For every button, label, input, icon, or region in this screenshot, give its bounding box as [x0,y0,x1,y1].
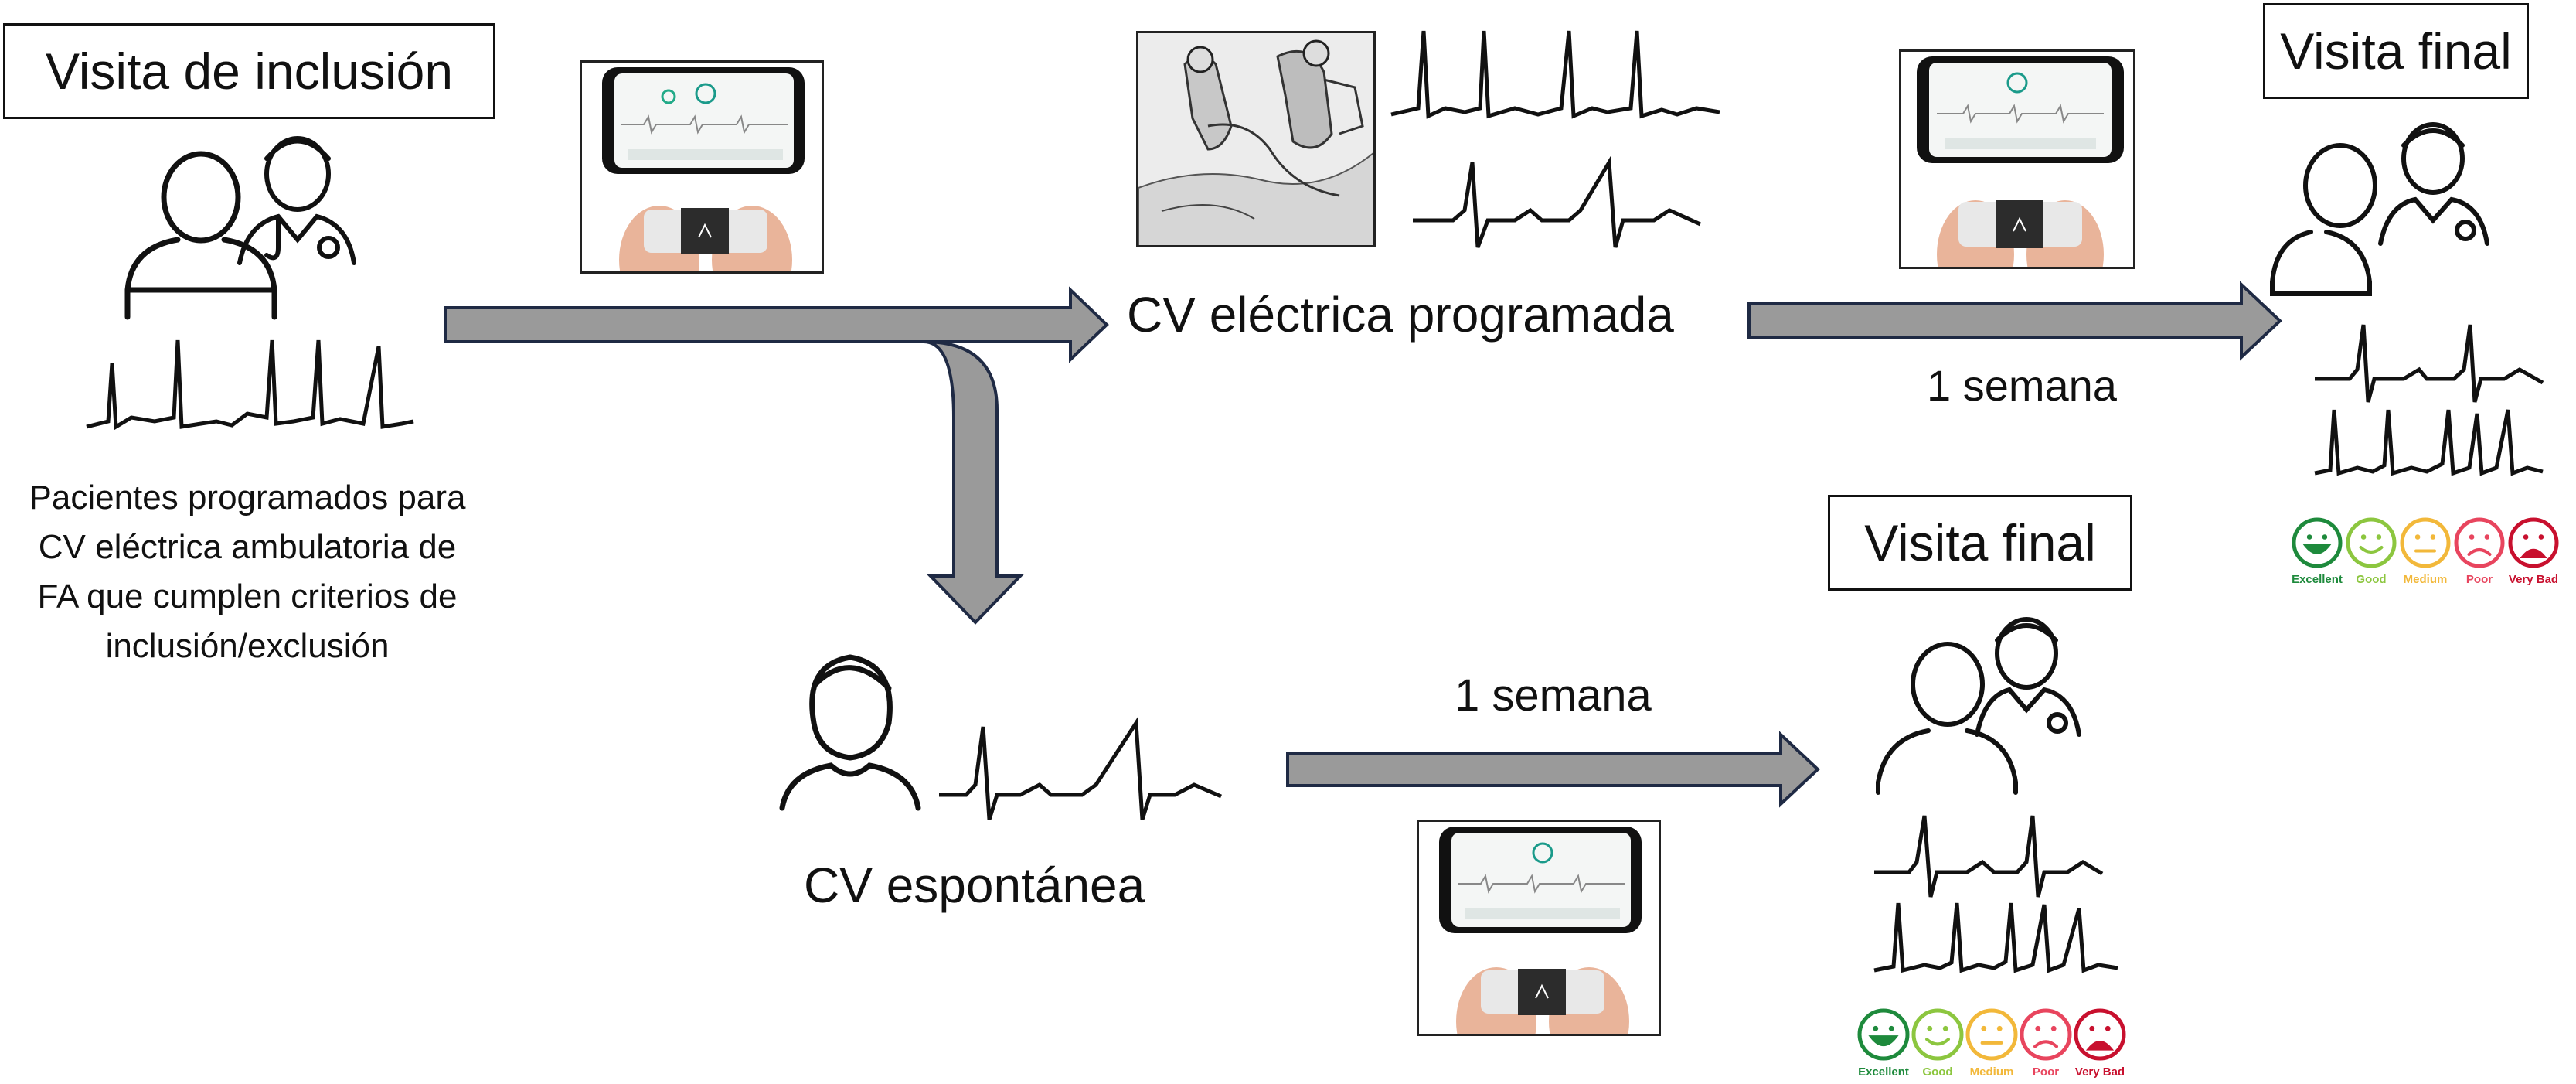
kardia-device-icon [1439,827,1642,1034]
ecg-trace [1390,30,1720,119]
rating-face-medium-icon [1965,1008,2018,1061]
ecg-trace [939,717,1222,820]
arrow-to-final-visit-top [1747,281,2282,361]
rating-label-medium: Medium [2404,573,2448,586]
rating-face-excellent-icon [1857,1008,1910,1061]
one-week-label-top: 1 semana [1927,361,2117,410]
ecg-trace [2315,324,2544,403]
inclusion-criteria-text: Pacientes programados para CV eléctrica … [29,479,466,665]
rating-label-poor: Poor [2466,573,2493,586]
rating-face-good-icon [2346,517,2397,568]
kardia-device-icon [1917,56,2124,267]
arrow-to-final-visit-bottom [1286,731,1820,808]
arrow-to-cv-electrica [444,286,1109,363]
rating-face-excellent-icon [2292,517,2343,568]
patient-icon [1876,642,2018,795]
patient-icon [2270,143,2377,296]
kardia-device-panel-2 [1899,49,2135,269]
final-visit-title-bottom: Visita final [1864,514,2096,571]
cardioversion-illustration [1136,31,1376,247]
ecg-trace [2314,409,2544,476]
doctor-icon [1975,617,2081,737]
cardioversion-sketch-icon [1138,33,1373,245]
patient-icon [779,654,921,811]
ecg-trace [1873,902,2118,973]
patient-icon [124,151,277,320]
final-visit-title-top: Visita final [2280,22,2512,80]
rating-label-verybad: Very Bad [2509,573,2558,586]
rating-face-medium-icon [2400,517,2451,568]
arrow-to-cv-espontanea [923,340,1024,625]
rating-label-excellent: Excellent [2292,573,2343,586]
rating-face-poor-icon [2454,517,2505,568]
doctor-icon [2378,122,2489,246]
rating-face-poor-icon [2020,1008,2072,1061]
rating-label-good: Good [1922,1065,1952,1079]
inclusion-visit-title: Visita de inclusión [45,43,454,100]
rating-face-good-icon [1911,1008,1964,1061]
rating-label-excellent: Excellent [1858,1065,1909,1079]
inclusion-visit-box: Visita de inclusión [3,23,495,119]
rating-label-poor: Poor [2033,1065,2059,1079]
rating-label-good: Good [2356,573,2386,586]
one-week-label-bottom: 1 semana [1455,670,1652,721]
kardia-device-icon [602,67,805,271]
rating-face-verybad-icon [2508,517,2559,568]
cv-electrica-label: CV eléctrica programada [1127,287,1674,343]
final-visit-box-top: Visita final [2263,3,2529,99]
ecg-trace [86,339,414,431]
final-visit-box-bottom: Visita final [1828,495,2132,591]
doctor-icon [237,136,356,265]
ecg-trace [1874,815,2104,898]
cv-espontanea-label: CV espontánea [804,857,1145,913]
rating-scale-bottom: Excellent Good Medium Poor Very Bad [1857,1008,2126,1079]
kardia-device-panel-1 [580,60,824,274]
kardia-device-panel-3 [1417,820,1661,1036]
rating-label-medium: Medium [1970,1065,2014,1079]
rating-scale-top: Excellent Good Medium Poor Very Bad [2292,517,2559,586]
rating-face-verybad-icon [2074,1008,2126,1061]
rating-label-verybad: Very Bad [2075,1065,2125,1079]
ecg-trace [1413,155,1702,248]
